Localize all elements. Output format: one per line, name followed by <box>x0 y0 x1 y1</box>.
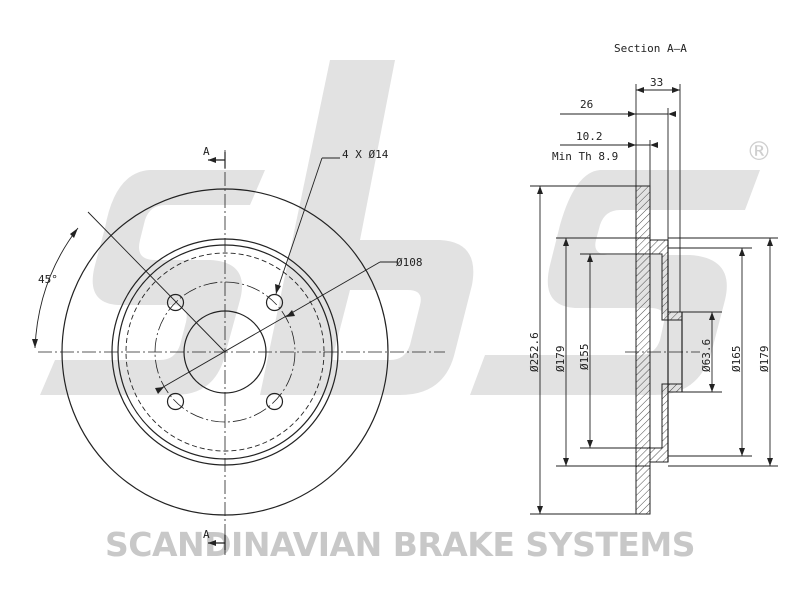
pcd-label: Ø108 <box>396 256 423 269</box>
pcd-arrow <box>155 387 164 394</box>
brand-caption: SCANDINAVIAN BRAKE SYSTEMS <box>105 525 695 564</box>
bolt-hole <box>166 392 185 411</box>
angle-arc <box>34 227 79 349</box>
thickness-label: 10.2 <box>576 130 603 143</box>
bolt-hole <box>166 293 185 312</box>
sbs-logo-watermark: ® SCANDINAVIAN BRAKE SYSTEMS <box>40 60 772 564</box>
bolt-holes <box>166 293 284 411</box>
dia-179-left-label: Ø179 <box>554 346 567 373</box>
hidden-circle <box>125 252 325 452</box>
friction-ring-inner-edge <box>111 238 339 466</box>
bolt-hole-leader <box>275 157 323 295</box>
section-marker-label: A <box>203 528 210 541</box>
section-title: Section A–A <box>614 42 687 55</box>
angle-leg <box>87 211 226 353</box>
logo-letter-s-right <box>470 170 760 395</box>
friction-ring-section <box>635 185 651 515</box>
width-total-label: 33 <box>650 76 663 89</box>
bolt-hole <box>265 392 284 411</box>
section-view: Section A–A 33 26 10.2 Min Th 8.9 <box>528 42 778 515</box>
width-hat-label: 26 <box>580 98 593 111</box>
dia-165-label: Ø165 <box>730 346 743 373</box>
center-bore-label: Ø63.6 <box>700 339 713 372</box>
pcd-leader <box>157 261 381 391</box>
min-thickness-label: Min Th 8.9 <box>552 150 618 163</box>
dia-179-right-label: Ø179 <box>758 346 771 373</box>
bolt-hole <box>265 293 284 312</box>
logo-letter-s-left <box>40 170 265 395</box>
bolt-holes-label: 4 X Ø14 <box>342 148 389 161</box>
section-marker-top: A <box>203 145 226 168</box>
angle-arrow <box>32 339 38 348</box>
angle-arrow <box>70 228 78 238</box>
bolt-hole-leader-arrow <box>275 284 281 294</box>
pcd-arrow <box>286 310 295 317</box>
outer-disc-edge <box>61 188 389 516</box>
center-bore <box>183 310 267 394</box>
dia-155-label: Ø155 <box>578 344 591 371</box>
logo-letter-b <box>260 60 474 395</box>
hat-wall-bottom <box>649 383 683 463</box>
angle-label: 45° <box>38 273 58 286</box>
outer-diameter-label: Ø252.6 <box>528 332 541 372</box>
pitch-circle <box>154 281 296 423</box>
section-marker-label: A <box>203 145 210 158</box>
hat-outer-edge <box>117 244 333 460</box>
front-view: 45° 4 X Ø14 Ø108 A A <box>32 145 445 555</box>
registered-mark: ® <box>746 137 772 167</box>
section-marker-bottom: A <box>203 528 226 550</box>
